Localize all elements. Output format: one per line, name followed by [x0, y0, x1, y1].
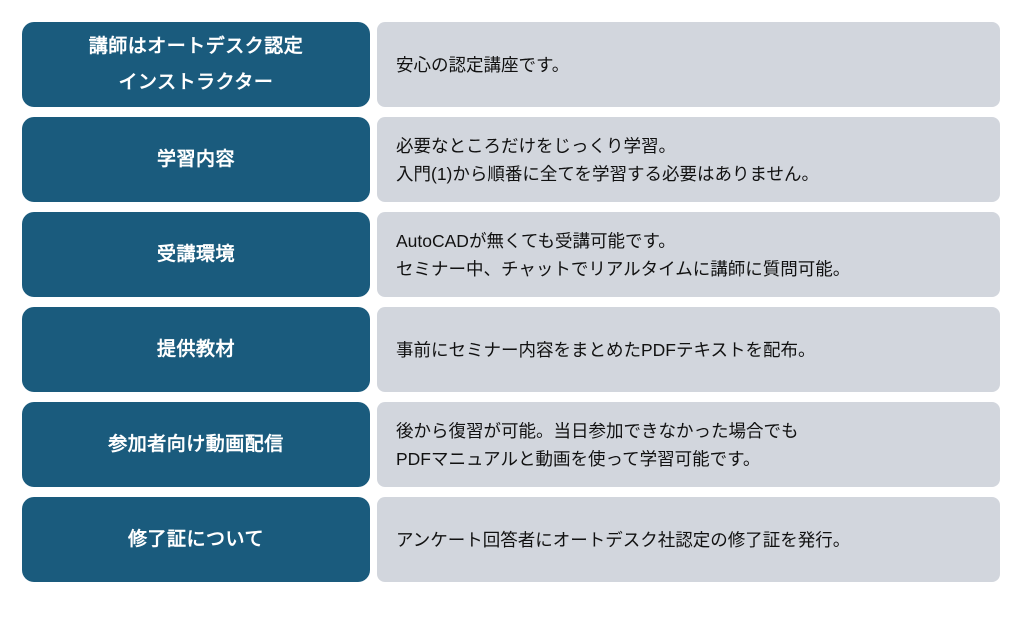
table-row: 提供教材 事前にセミナー内容をまとめたPDFテキストを配布。 — [22, 307, 1000, 392]
cell-gap — [370, 22, 377, 107]
row-description-cell: 必要なところだけをじっくり学習。 入門(1)から順番に全てを学習する必要はありま… — [377, 117, 1000, 202]
cell-gap — [370, 307, 377, 392]
row-description-cell: アンケート回答者にオートデスク社認定の修了証を発行。 — [377, 497, 1000, 582]
row-description-cell: 事前にセミナー内容をまとめたPDFテキストを配布。 — [377, 307, 1000, 392]
cell-gap — [370, 497, 377, 582]
row-description-text: 安心の認定講座です。 — [396, 54, 570, 75]
row-label-text: 学習内容 — [156, 148, 235, 170]
row-label-cell: 修了証について — [22, 497, 370, 582]
row-label-text: 修了証について — [128, 528, 264, 550]
row-description-text: 必要なところだけをじっくり学習。 入門(1)から順番に全てを学習する必要はありま… — [396, 135, 820, 184]
row-label-text: 参加者向け動画配信 — [108, 433, 284, 455]
row-description-text: アンケート回答者にオートデスク社認定の修了証を発行。 — [396, 529, 851, 550]
table-row: 参加者向け動画配信 後から復習が可能。当日参加できなかった場合でも PDFマニュ… — [22, 402, 1000, 487]
cell-gap — [370, 212, 377, 297]
cell-gap — [370, 402, 377, 487]
row-label-cell: 提供教材 — [22, 307, 370, 392]
row-description-cell: AutoCADが無くても受講可能です。 セミナー中、チャットでリアルタイムに講師… — [377, 212, 1000, 297]
row-label-text: 講師はオートデスク認定 インストラクター — [88, 35, 304, 93]
table-row: 講師はオートデスク認定 インストラクター 安心の認定講座です。 — [22, 22, 1000, 107]
cell-gap — [370, 117, 377, 202]
row-label-cell: 受講環境 — [22, 212, 370, 297]
row-label-text: 受講環境 — [156, 243, 235, 265]
table-row: 受講環境 AutoCADが無くても受講可能です。 セミナー中、チャットでリアルタ… — [22, 212, 1000, 297]
table-row: 修了証について アンケート回答者にオートデスク社認定の修了証を発行。 — [22, 497, 1000, 582]
row-description-cell: 後から復習が可能。当日参加できなかった場合でも PDFマニュアルと動画を使って学… — [377, 402, 1000, 487]
row-description-text: 事前にセミナー内容をまとめたPDFテキストを配布。 — [396, 339, 816, 360]
row-description-text: AutoCADが無くても受講可能です。 セミナー中、チャットでリアルタイムに講師… — [396, 230, 851, 279]
row-label-cell: 参加者向け動画配信 — [22, 402, 370, 487]
row-description-cell: 安心の認定講座です。 — [377, 22, 1000, 107]
row-label-cell: 講師はオートデスク認定 インストラクター — [22, 22, 370, 107]
row-label-text: 提供教材 — [156, 338, 235, 360]
row-label-cell: 学習内容 — [22, 117, 370, 202]
table-row: 学習内容 必要なところだけをじっくり学習。 入門(1)から順番に全てを学習する必… — [22, 117, 1000, 202]
row-description-text: 後から復習が可能。当日参加できなかった場合でも PDFマニュアルと動画を使って学… — [396, 420, 799, 469]
